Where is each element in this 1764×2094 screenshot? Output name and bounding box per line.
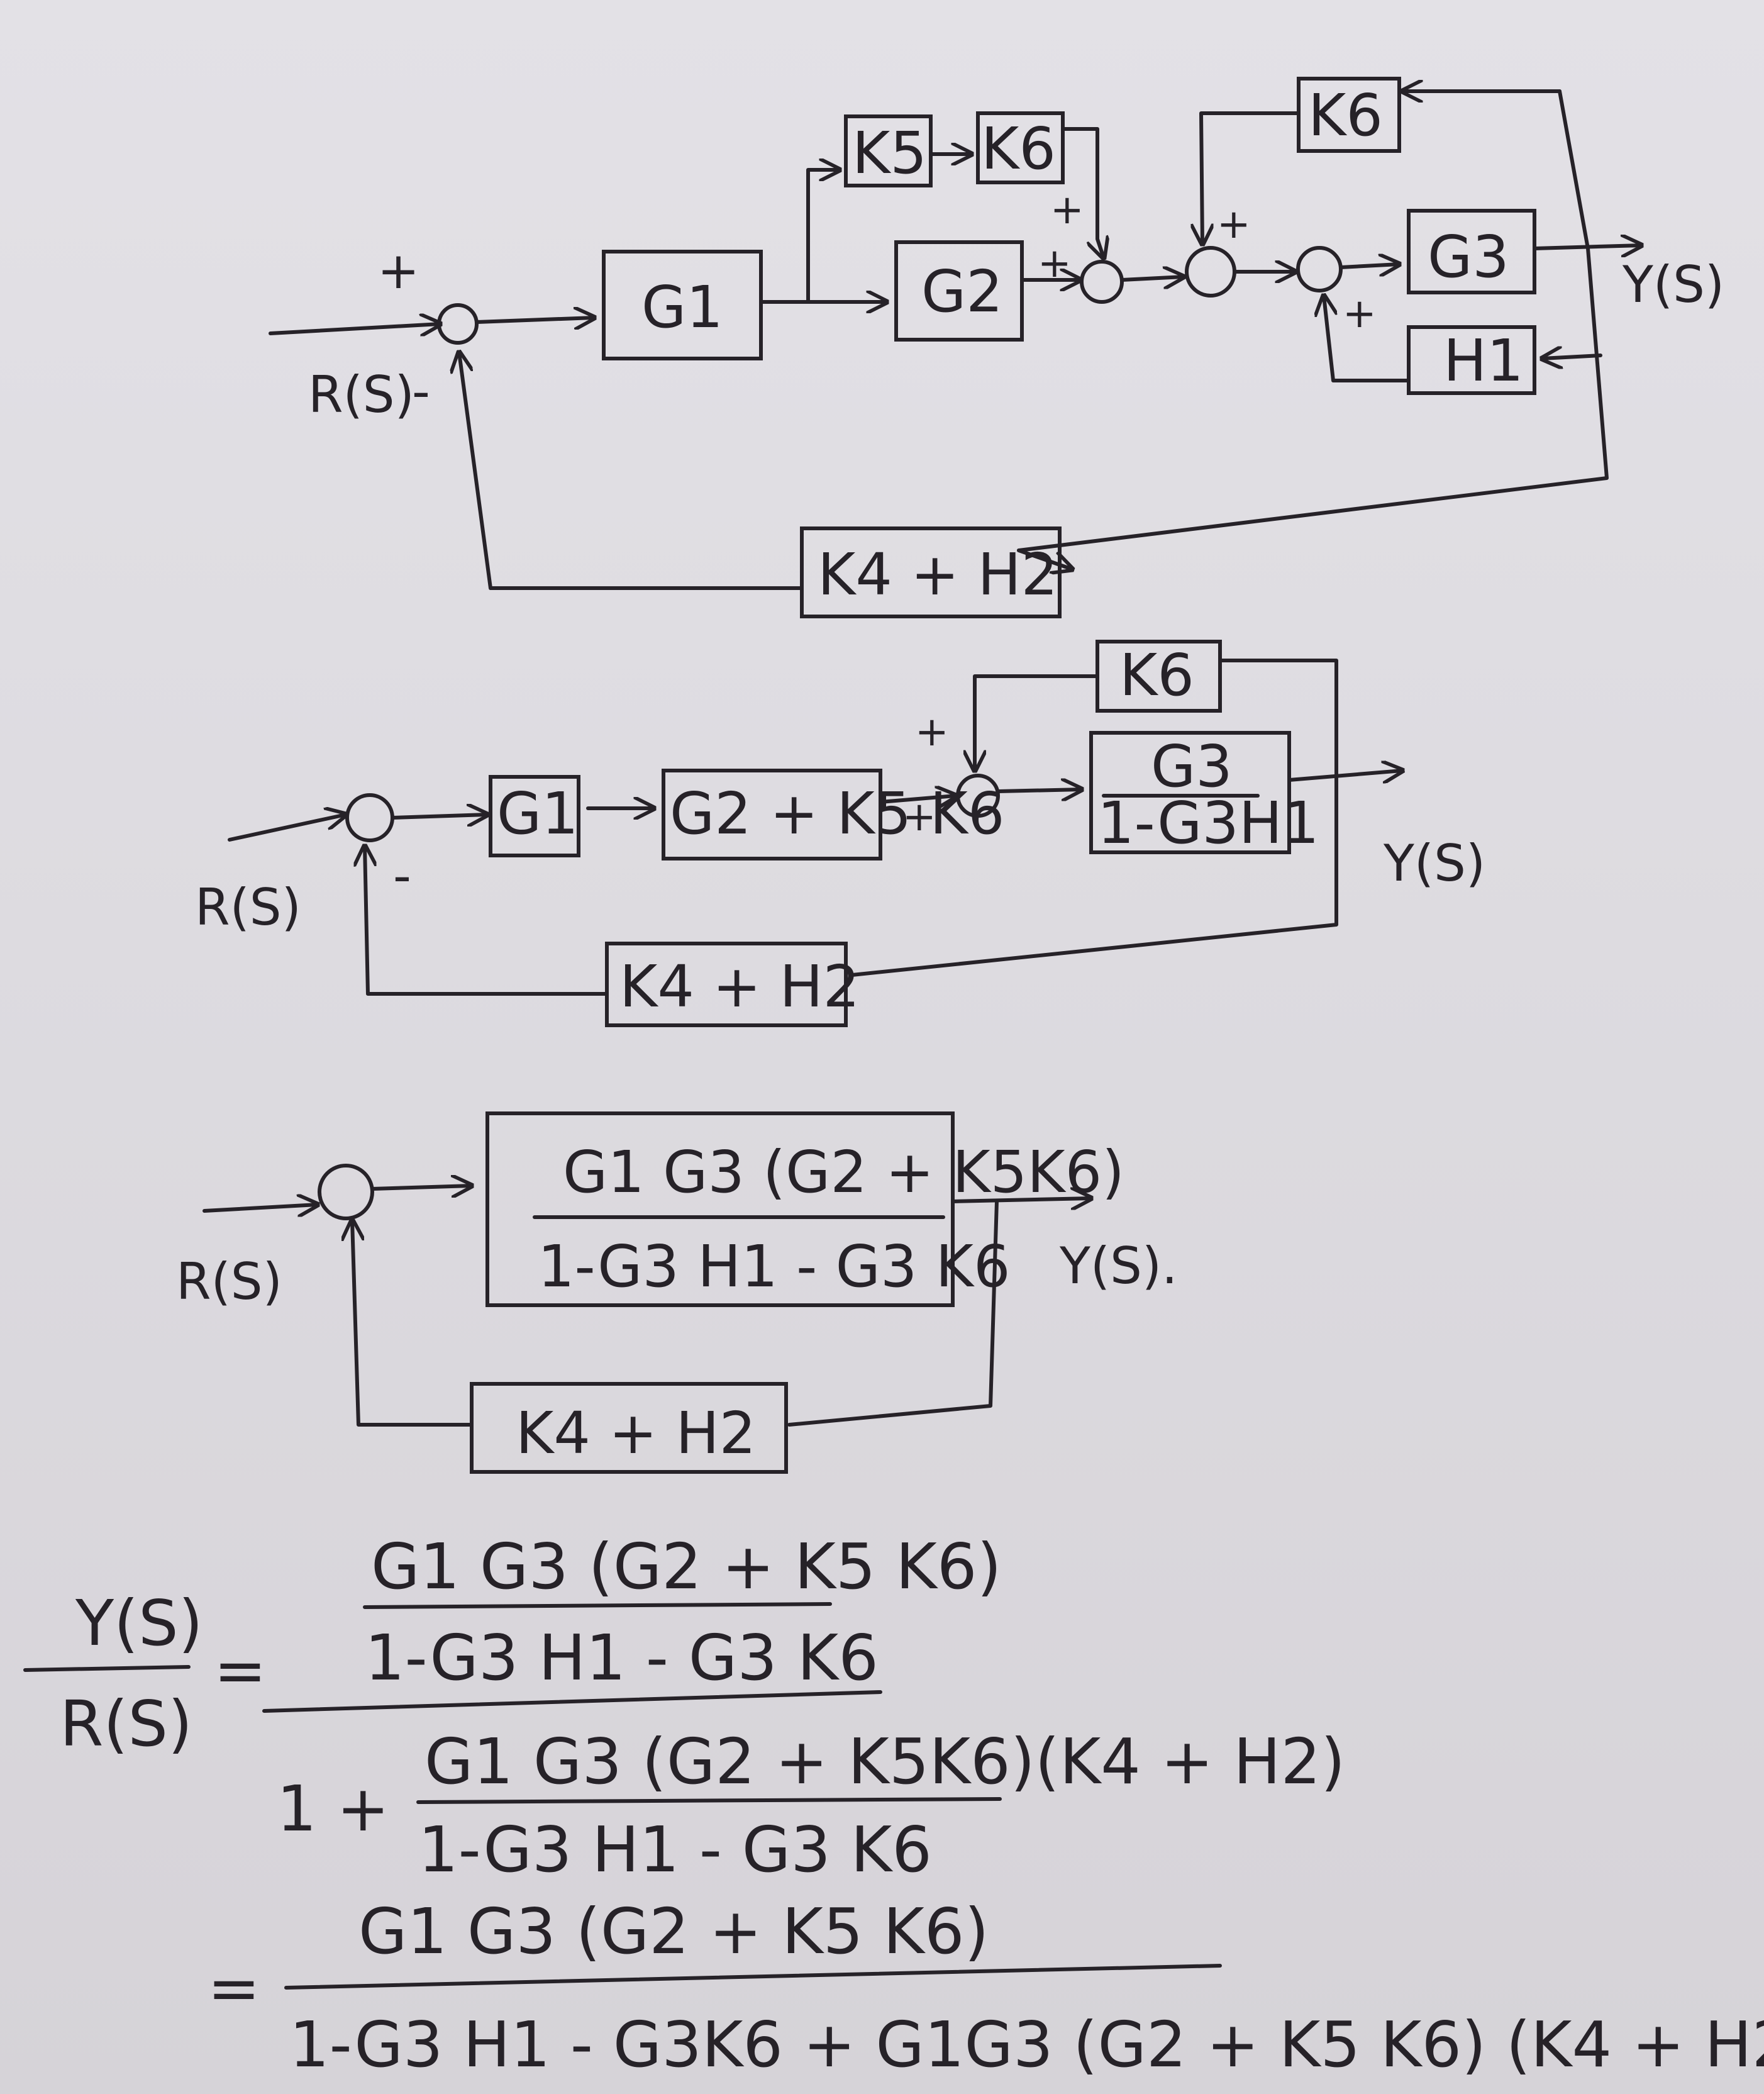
d1-sign-s2-left: + [1038, 240, 1072, 287]
d2-summing-junction-1 [345, 793, 394, 842]
d3-summing-junction-1 [318, 1164, 374, 1220]
d2-block-g1-label: G1 [497, 780, 579, 847]
eq-mid-num: G1 G3 (G2 + K5K6)(K4 + H2) [424, 1725, 1345, 1798]
d2-block-feedback-label: K4 + H2 [619, 953, 860, 1020]
d2-arrow-to-sum2 [879, 796, 956, 802]
d1-block-h1-label: H1 [1443, 327, 1524, 394]
d1-arrow-to-g3 [1339, 264, 1399, 267]
d1-branch-to-k5 [806, 170, 840, 304]
eq-equals-1: = [214, 1634, 267, 1707]
d2-arrow-k6-to-sum2 [975, 674, 1099, 771]
d2-input-label: R(S) [195, 878, 301, 937]
d1-output-trunk [1017, 89, 1609, 552]
d3-arrow-to-forward [370, 1186, 472, 1189]
d1-arrow-to-fb [1017, 549, 1072, 569]
eq-lhs-bar [23, 1665, 191, 1672]
diagram-3: R(S) G1 G3 (G2 + K5K6) 1-G3 H1 - G3 K6 Y… [176, 1111, 1178, 1474]
eq-final-num: G1 G3 (G2 + K5 K6) [358, 1895, 989, 1968]
d1-block-g1-label: G1 [641, 274, 723, 341]
eq-top-num: G1 G3 (G2 + K5 K6) [371, 1530, 1002, 1603]
d2-block-g1 [489, 775, 580, 857]
d1-block-feedback [800, 526, 1062, 618]
eq-top-den: 1-G3 H1 - G3 K6 [365, 1621, 879, 1695]
diagram-2: R(S) - G1 G2 + K5 K6 + + G3 1-G3H1 Y(S) … [195, 640, 1485, 1027]
d2-block-g3-den: 1-G3H1 [1097, 789, 1319, 857]
d1-block-h1 [1407, 325, 1536, 395]
eq-lhs-den: R(S) [60, 1687, 192, 1761]
d2-sign-s2-top: + [915, 709, 949, 755]
eq-one-plus: 1 + [277, 1772, 389, 1846]
d1-block-feedback-label: K4 + H2 [818, 541, 1058, 608]
d1-arrow-fb-to-sum1 [459, 352, 804, 590]
d3-output-trunk [787, 1200, 999, 1427]
d1-input-label: R(S) [308, 365, 414, 424]
d3-output-arrow [951, 1198, 1091, 1201]
eq-mid-den: 1-G3 H1 - G3 K6 [418, 1813, 932, 1886]
d2-summing-junction-2 [956, 774, 1000, 818]
d1-block-k5 [844, 114, 933, 187]
d2-sign-fb: - [393, 847, 411, 905]
d3-input-arrow [202, 1205, 318, 1211]
d3-arrow-fb-to-sum1 [352, 1220, 474, 1427]
d1-input-arrow [269, 324, 440, 333]
d1-sign-s3-top: + [1217, 201, 1251, 248]
d2-input-arrow [228, 815, 346, 842]
d2-arrow-fb-to-sum1 [365, 846, 609, 996]
d2-block-feedback [605, 942, 848, 1027]
d3-input-label: R(S) [176, 1252, 282, 1311]
eq-final-bar [284, 1964, 1222, 1990]
d3-block-feedback-label: K4 + H2 [516, 1400, 756, 1467]
diagram-1: + - R(S) G1 G2 K5 K6 + + + + [269, 77, 1724, 618]
d2-arrow-to-g3 [997, 789, 1082, 791]
d1-block-k6b-label: K6 [1308, 82, 1383, 149]
eq-lhs-num: Y(S) [75, 1586, 203, 1660]
d2-block-g2k-label: G2 + K5 K6 [670, 780, 1004, 847]
d1-block-g3 [1407, 209, 1536, 294]
d1-block-g2-label: G2 [921, 258, 1003, 325]
d1-summing-junction-2 [1080, 260, 1124, 304]
d1-arrow-sum2-to-sum3 [1120, 277, 1184, 280]
d1-output-label: Y(S) [1622, 255, 1724, 314]
eq-final-den: 1-G3 H1 - G3K6 + G1G3 (G2 + K5 K6) (K4 +… [289, 2008, 1764, 2081]
d3-block-forward-num: G1 G3 (G2 + K5K6) [563, 1139, 1124, 1206]
d1-block-k5-label: K5 [852, 120, 927, 187]
d2-block-g3-num: G3 [1151, 733, 1233, 800]
d1-arrow-k6b-to-sum3 [1201, 111, 1301, 244]
eq-mid-bar [416, 1797, 1002, 1804]
d1-block-k6a [976, 111, 1065, 184]
eq-equals-2: = [208, 1951, 260, 2025]
transfer-function-derivation: Y(S) R(S) = G1 G3 (G2 + K5 K6) 1-G3 H1 -… [23, 1530, 1764, 2081]
d2-output-trunk [850, 659, 1338, 977]
d1-arrow-h1-to-sum4 [1324, 296, 1411, 382]
d1-summing-junction-1 [437, 303, 479, 345]
d1-block-k6a-label: K6 [981, 115, 1056, 182]
d1-block-g1 [602, 250, 763, 360]
eq-main-bar [262, 1690, 882, 1713]
d1-sign-in: + [377, 242, 419, 300]
d2-block-g2k [662, 769, 882, 860]
d1-arrow-k6-to-sum2 [1061, 127, 1104, 258]
eq-top-bar [363, 1602, 832, 1609]
d1-sign-s4-bottom: + [1343, 291, 1377, 337]
d2-output-arrow [1287, 771, 1402, 780]
d1-block-g3-label: G3 [1428, 223, 1509, 291]
d1-arrow-to-h1 [1542, 355, 1602, 359]
d1-summing-junction-4 [1296, 246, 1343, 292]
d2-block-k6-label: K6 [1119, 642, 1194, 709]
d1-arrow-to-g1 [475, 318, 594, 322]
d3-output-label: Y(S). [1059, 1237, 1178, 1295]
d1-summing-junction-3 [1185, 246, 1236, 298]
d1-sign-s2-top: + [1050, 187, 1084, 233]
d2-block-g3-frac [1089, 731, 1291, 854]
d2-arrow-to-g1 [391, 815, 487, 818]
d1-sign-fb: - [412, 362, 430, 421]
d3-block-forward [485, 1111, 955, 1307]
d1-block-g2 [894, 240, 1024, 342]
d2-output-label: Y(S) [1383, 834, 1485, 893]
d3-block-forward-den: 1-G3 H1 - G3 K6 [538, 1233, 1011, 1300]
d2-sign-s2-left: + [902, 794, 936, 840]
d3-block-feedback [470, 1382, 788, 1474]
